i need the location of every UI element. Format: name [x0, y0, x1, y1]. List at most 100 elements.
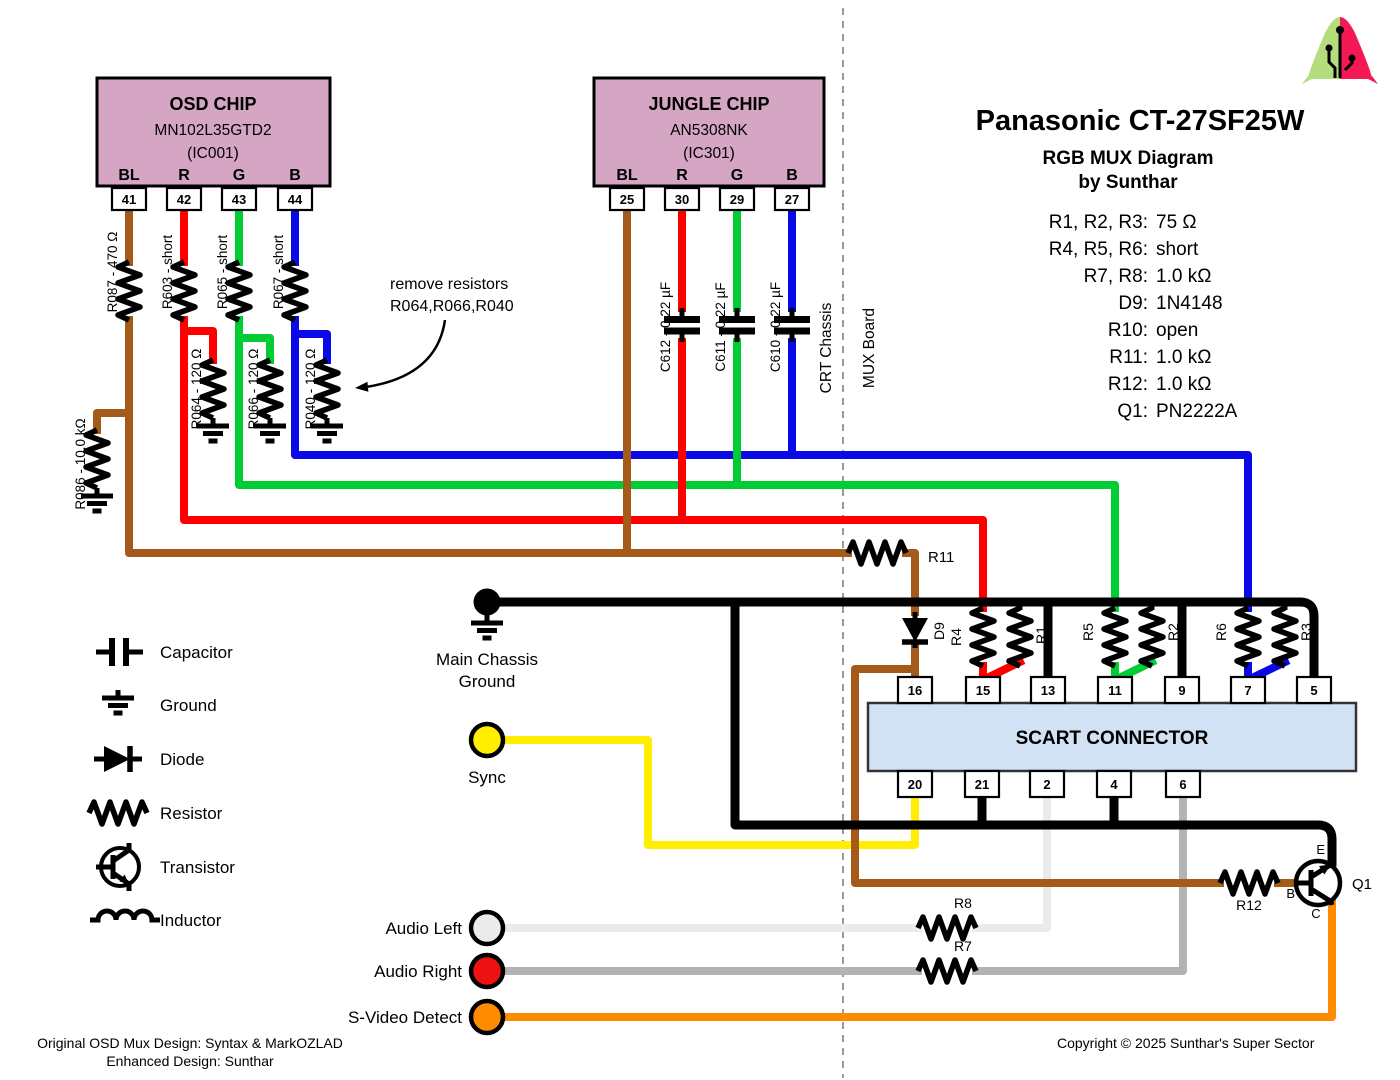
- part-label: R12:: [1108, 374, 1148, 395]
- legend-ground-icon: [102, 690, 134, 713]
- resistor-r7: [918, 960, 976, 982]
- scart-pin-7: 7: [1244, 683, 1251, 698]
- wire-green-branch-r066: [235, 334, 274, 364]
- osd-pin-label-b: B: [289, 167, 301, 184]
- annotation-remove-resistors: remove resistors R064,R066,R040: [355, 276, 514, 392]
- label-c610: C610 - 0.22 µF: [768, 282, 783, 372]
- part-value: 75 Ω: [1156, 212, 1197, 233]
- wire-osd-brown: [125, 201, 919, 616]
- scart-pin-21: 21: [975, 777, 989, 792]
- jungle-chip: JUNGLE CHIP AN5308NK (IC301) BL R G B 25…: [592, 76, 826, 212]
- part-label: R4, R5, R6:: [1049, 239, 1148, 260]
- scart-pin-6: 6: [1179, 777, 1186, 792]
- page-title: Panasonic CT-27SF25W: [976, 105, 1305, 137]
- audio-right-label: Audio Right: [374, 962, 462, 981]
- osd-pin-label-r: R: [178, 167, 190, 184]
- resistor-r065: [228, 262, 250, 320]
- resistor-r086: [86, 430, 108, 488]
- svideo-port: [468, 998, 506, 1036]
- label-r064: R064 - 120 Ω: [189, 349, 204, 430]
- wire-red-branch-r064: [180, 327, 217, 364]
- osd-chip: OSD CHIP MN102L35GTD2 (IC001) BL R G B 4…: [95, 76, 332, 212]
- scart-pin-4: 4: [1110, 777, 1118, 792]
- audio-right-port: [468, 952, 506, 990]
- osd-pin-41: 41: [122, 192, 136, 207]
- label-q1-emitter: E: [1316, 842, 1325, 857]
- part-label: R11:: [1109, 347, 1148, 368]
- legend: Capacitor Ground Diode Resistor Transist…: [89, 638, 235, 930]
- label-d9: D9: [931, 622, 947, 640]
- osd-chip-title: OSD CHIP: [169, 94, 256, 114]
- components: [81, 262, 1343, 982]
- label-r067: R067 - short: [271, 235, 286, 310]
- label-r7: R7: [954, 938, 972, 954]
- label-r4: R4: [948, 628, 964, 646]
- resistor-r5: [1104, 608, 1126, 666]
- resistor-r087: [118, 262, 140, 320]
- scart-pin-5: 5: [1310, 683, 1317, 698]
- resistor-r067: [284, 262, 306, 320]
- part-label: R7, R8:: [1084, 266, 1148, 287]
- bus-top-ground: [482, 597, 1319, 682]
- resistor-r6: [1237, 608, 1259, 666]
- component-labels: R11 R8 R7 R12 Q1 E B C: [928, 549, 1372, 954]
- label-c611: C611 - 0.22 µF: [713, 282, 728, 371]
- svideo-label: S-Video Detect: [348, 1008, 462, 1027]
- label-r603: R603 - short: [160, 235, 175, 310]
- legend-resistor-label: Resistor: [160, 804, 223, 823]
- footer-credit-1: Original OSD Mux Design: Syntax & MarkOZ…: [37, 1035, 343, 1051]
- audio-left-port: [468, 909, 506, 947]
- wire-svideo-orange: [499, 899, 1336, 1021]
- jungle-chip-title: JUNGLE CHIP: [648, 94, 769, 114]
- label-c612: C612 - 0.22 µF: [658, 282, 673, 372]
- scart-top-pins: 16 15 13 11 9 7 5: [896, 675, 1333, 705]
- osd-chip-part: MN102L35GTD2: [154, 122, 271, 139]
- part-label: R10:: [1108, 320, 1148, 341]
- osd-pin-43: 43: [232, 192, 246, 207]
- wire-brown-branch-r086: [93, 409, 133, 434]
- title-block: Panasonic CT-27SF25W RGB MUX Diagram by …: [976, 105, 1305, 422]
- label-r3: R3: [1298, 623, 1314, 641]
- label-r8: R8: [954, 895, 972, 911]
- jungle-pin-label-g: G: [731, 167, 743, 184]
- label-r1: R1: [1033, 626, 1049, 644]
- label-r6: R6: [1213, 623, 1229, 641]
- audio-left-label: Audio Left: [385, 919, 462, 938]
- part-value: PN2222A: [1156, 401, 1238, 422]
- annotation-line2: R064,R066,R040: [390, 298, 514, 315]
- osd-pin-label-g: G: [233, 167, 245, 184]
- resistor-r1: [1009, 608, 1031, 666]
- ground-buses: [482, 597, 1337, 867]
- part-value: 1.0 kΩ: [1156, 266, 1211, 287]
- jungle-pin-30: 30: [675, 192, 689, 207]
- footer: Original OSD Mux Design: Syntax & MarkOZ…: [37, 1035, 1315, 1069]
- main-ground-label-2: Ground: [459, 672, 516, 691]
- sync-label: Sync: [468, 768, 506, 787]
- label-r2: R2: [1165, 623, 1181, 641]
- jungle-pin-label-bl: BL: [616, 167, 638, 184]
- resistor-r12: [1220, 872, 1278, 894]
- label-r087: R087 - 470 Ω: [105, 232, 120, 313]
- divider-label-crt-chassis: CRT Chassis: [818, 302, 835, 393]
- bus-bottom-ground: [730, 597, 1337, 867]
- part-value: short: [1156, 239, 1199, 260]
- io-ports: Main Chassis Ground Sync Audio Left Audi…: [348, 650, 538, 1036]
- legend-resistor-icon: [89, 802, 147, 824]
- osd-chip-body: [95, 76, 332, 188]
- jungle-pin-label-r: R: [676, 167, 688, 184]
- legend-capacitor-label: Capacitor: [160, 643, 233, 662]
- jungle-pin-label-b: B: [786, 167, 798, 184]
- legend-inductor-label: Inductor: [160, 911, 222, 930]
- legend-transistor-icon: [96, 843, 141, 891]
- annotation-arrow-curve: [365, 319, 447, 389]
- label-r040: R040 - 120 Ω: [303, 349, 318, 430]
- resistor-r3: [1274, 608, 1296, 666]
- label-q1: Q1: [1352, 876, 1372, 893]
- wire-audio-left: [499, 793, 1051, 932]
- main-ground-symbol: [471, 615, 503, 638]
- legend-diode-icon: [94, 746, 142, 772]
- legend-transistor-label: Transistor: [160, 858, 235, 877]
- jungle-chip-body: [592, 76, 826, 188]
- label-r5: R5: [1080, 623, 1096, 641]
